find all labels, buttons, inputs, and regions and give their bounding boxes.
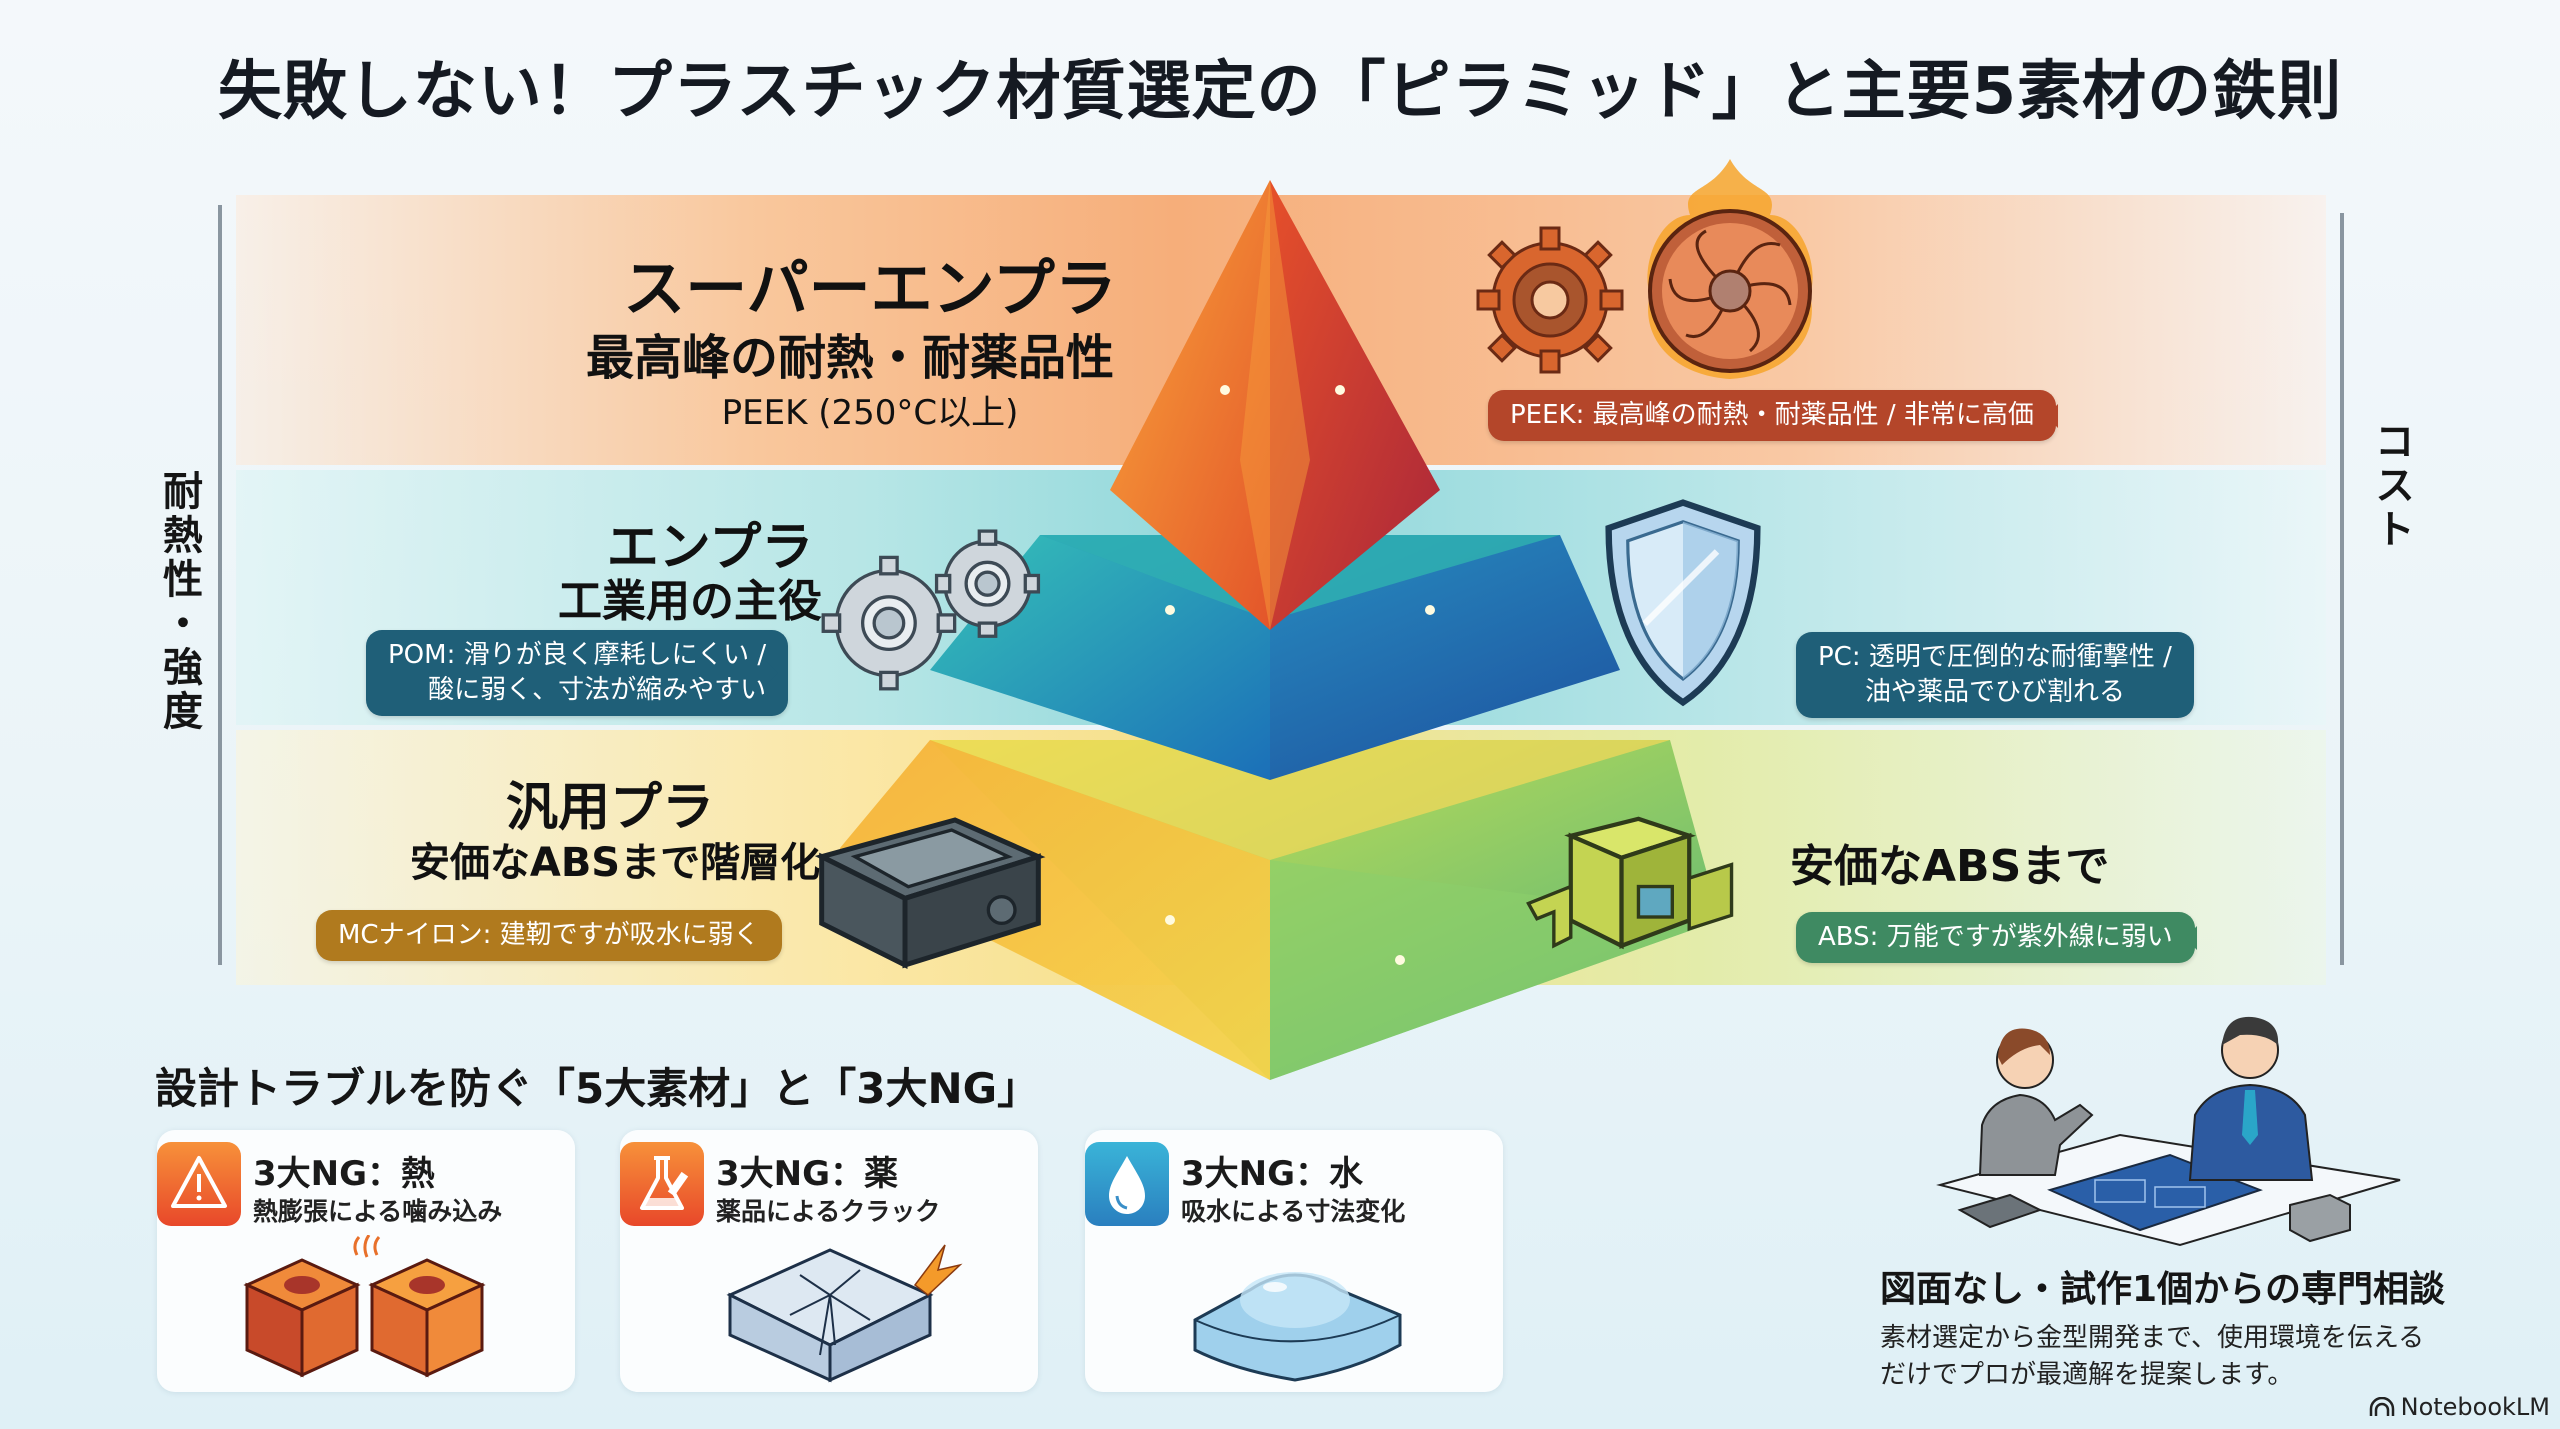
tier1-subtitle: 最高峰の耐熱・耐薬品性 (585, 330, 1114, 386)
callout-pom-line2: 酸に弱く、寸法が縮みやすい (428, 675, 767, 706)
ng-card-heat-desc: 熱膨張による噛み込み (253, 1197, 503, 1226)
pyramid-graphic (840, 180, 1720, 1080)
callout-pom: POM: 滑りが良く摩耗しにくい / 酸に弱く、寸法が縮みやすい (366, 630, 789, 717)
turbine-fan-icon (1647, 159, 1813, 379)
ng-card-water-desc: 吸水による寸法変化 (1181, 1197, 1406, 1226)
page-title: 失敗しない！プラスチック材質選定の「ピラミッド」と主要5素材の鉄則 (217, 55, 2343, 129)
brand-label: NotebookLM (2400, 1393, 2550, 1421)
water-drop-icon (1085, 1142, 1169, 1226)
callout-pc: PC: 透明で圧倒的な耐衝撃性 / 油や薬品でひび割れる (1796, 632, 2194, 719)
tier2-name: エンプラ (606, 518, 814, 578)
flask-icon (620, 1142, 704, 1226)
swollen-block-icon (1193, 1272, 1402, 1382)
cracked-block-icon (726, 1244, 963, 1383)
ng-card-chemical: 3大NG：薬 薬品によるクラック (620, 1130, 1038, 1392)
molded-part-icon (1526, 816, 1734, 950)
gears-icon (821, 529, 1041, 691)
shield-icon (1605, 499, 1761, 707)
tier3-subtitle: 安価なABSまで階層化 (409, 840, 821, 886)
consultation-body-line2: だけでプロが最適解を提案します。 (1880, 1359, 2294, 1390)
callout-mc-nylon: MCナイロン: 建靭ですが吸水に弱く (316, 910, 782, 962)
ng-section-title: 設計トラブルを防ぐ「5大素材」と「3大NG」 (155, 1064, 1040, 1113)
consultation-body-line1: 素材選定から金型開発まで、使用環境を伝える (1880, 1323, 2425, 1353)
consultation-title: 図面なし・試作1個からの専門相談 (1880, 1269, 2446, 1310)
axis-label-heat-strength: 耐熱性・強度 (156, 470, 202, 734)
consultation-illustration (1936, 1016, 2401, 1247)
consultation-body: 素材選定から金型開発まで、使用環境を伝える だけでプロが最適解を提案します。 (1880, 1320, 2500, 1394)
warning-icon (157, 1142, 241, 1226)
callout-abs: ABS: 万能ですが紫外線に弱い (1796, 912, 2197, 964)
ng-card-water-title: 3大NG：水 (1181, 1154, 1364, 1194)
notebooklm-logo-icon (2369, 1397, 2394, 1416)
tier1-name: スーパーエンプラ (623, 252, 1117, 325)
ng-card-heat: 3大NG：熱 熱膨張による噛み込み (157, 1130, 575, 1392)
tier2-subtitle: 工業用の主役 (558, 576, 822, 627)
axis-label-cost: コスト (2368, 420, 2414, 552)
ng-card-heat-title: 3大NG：熱 (253, 1154, 436, 1194)
tier3-name: 汎用プラ (505, 778, 714, 838)
axis-line-left (218, 205, 222, 965)
callout-peek: PEEK: 最高峰の耐熱・耐薬品性 / 非常に高価 (1488, 390, 2058, 442)
enclosure-box-icon (814, 817, 1046, 970)
ng-card-chemical-desc: 薬品によるクラック (716, 1197, 941, 1226)
ng-card-water: 3大NG：水 吸水による寸法変化 (1085, 1130, 1503, 1392)
ng-card-chemical-title: 3大NG：薬 (716, 1154, 899, 1194)
callout-pom-line1: POM: 滑りが良く摩耗しにくい / (388, 640, 767, 670)
tier3-right-text: 安価なABSまで (1790, 841, 2110, 892)
axis-line-right (2340, 213, 2344, 965)
tier1-note: PEEK (250°C以上) (721, 393, 1019, 433)
gear-icon (1476, 226, 1624, 374)
consultation-block: 図面なし・試作1個からの専門相談 素材選定から金型開発まで、使用環境を伝える だ… (1880, 1260, 2500, 1394)
callout-pc-line2: 油や薬品でひび割れる (1864, 677, 2125, 708)
hot-blocks-icon (243, 1235, 486, 1378)
callout-pc-line1: PC: 透明で圧倒的な耐衝撃性 / (1818, 642, 2172, 672)
brand-watermark: NotebookLM (2369, 1393, 2550, 1421)
